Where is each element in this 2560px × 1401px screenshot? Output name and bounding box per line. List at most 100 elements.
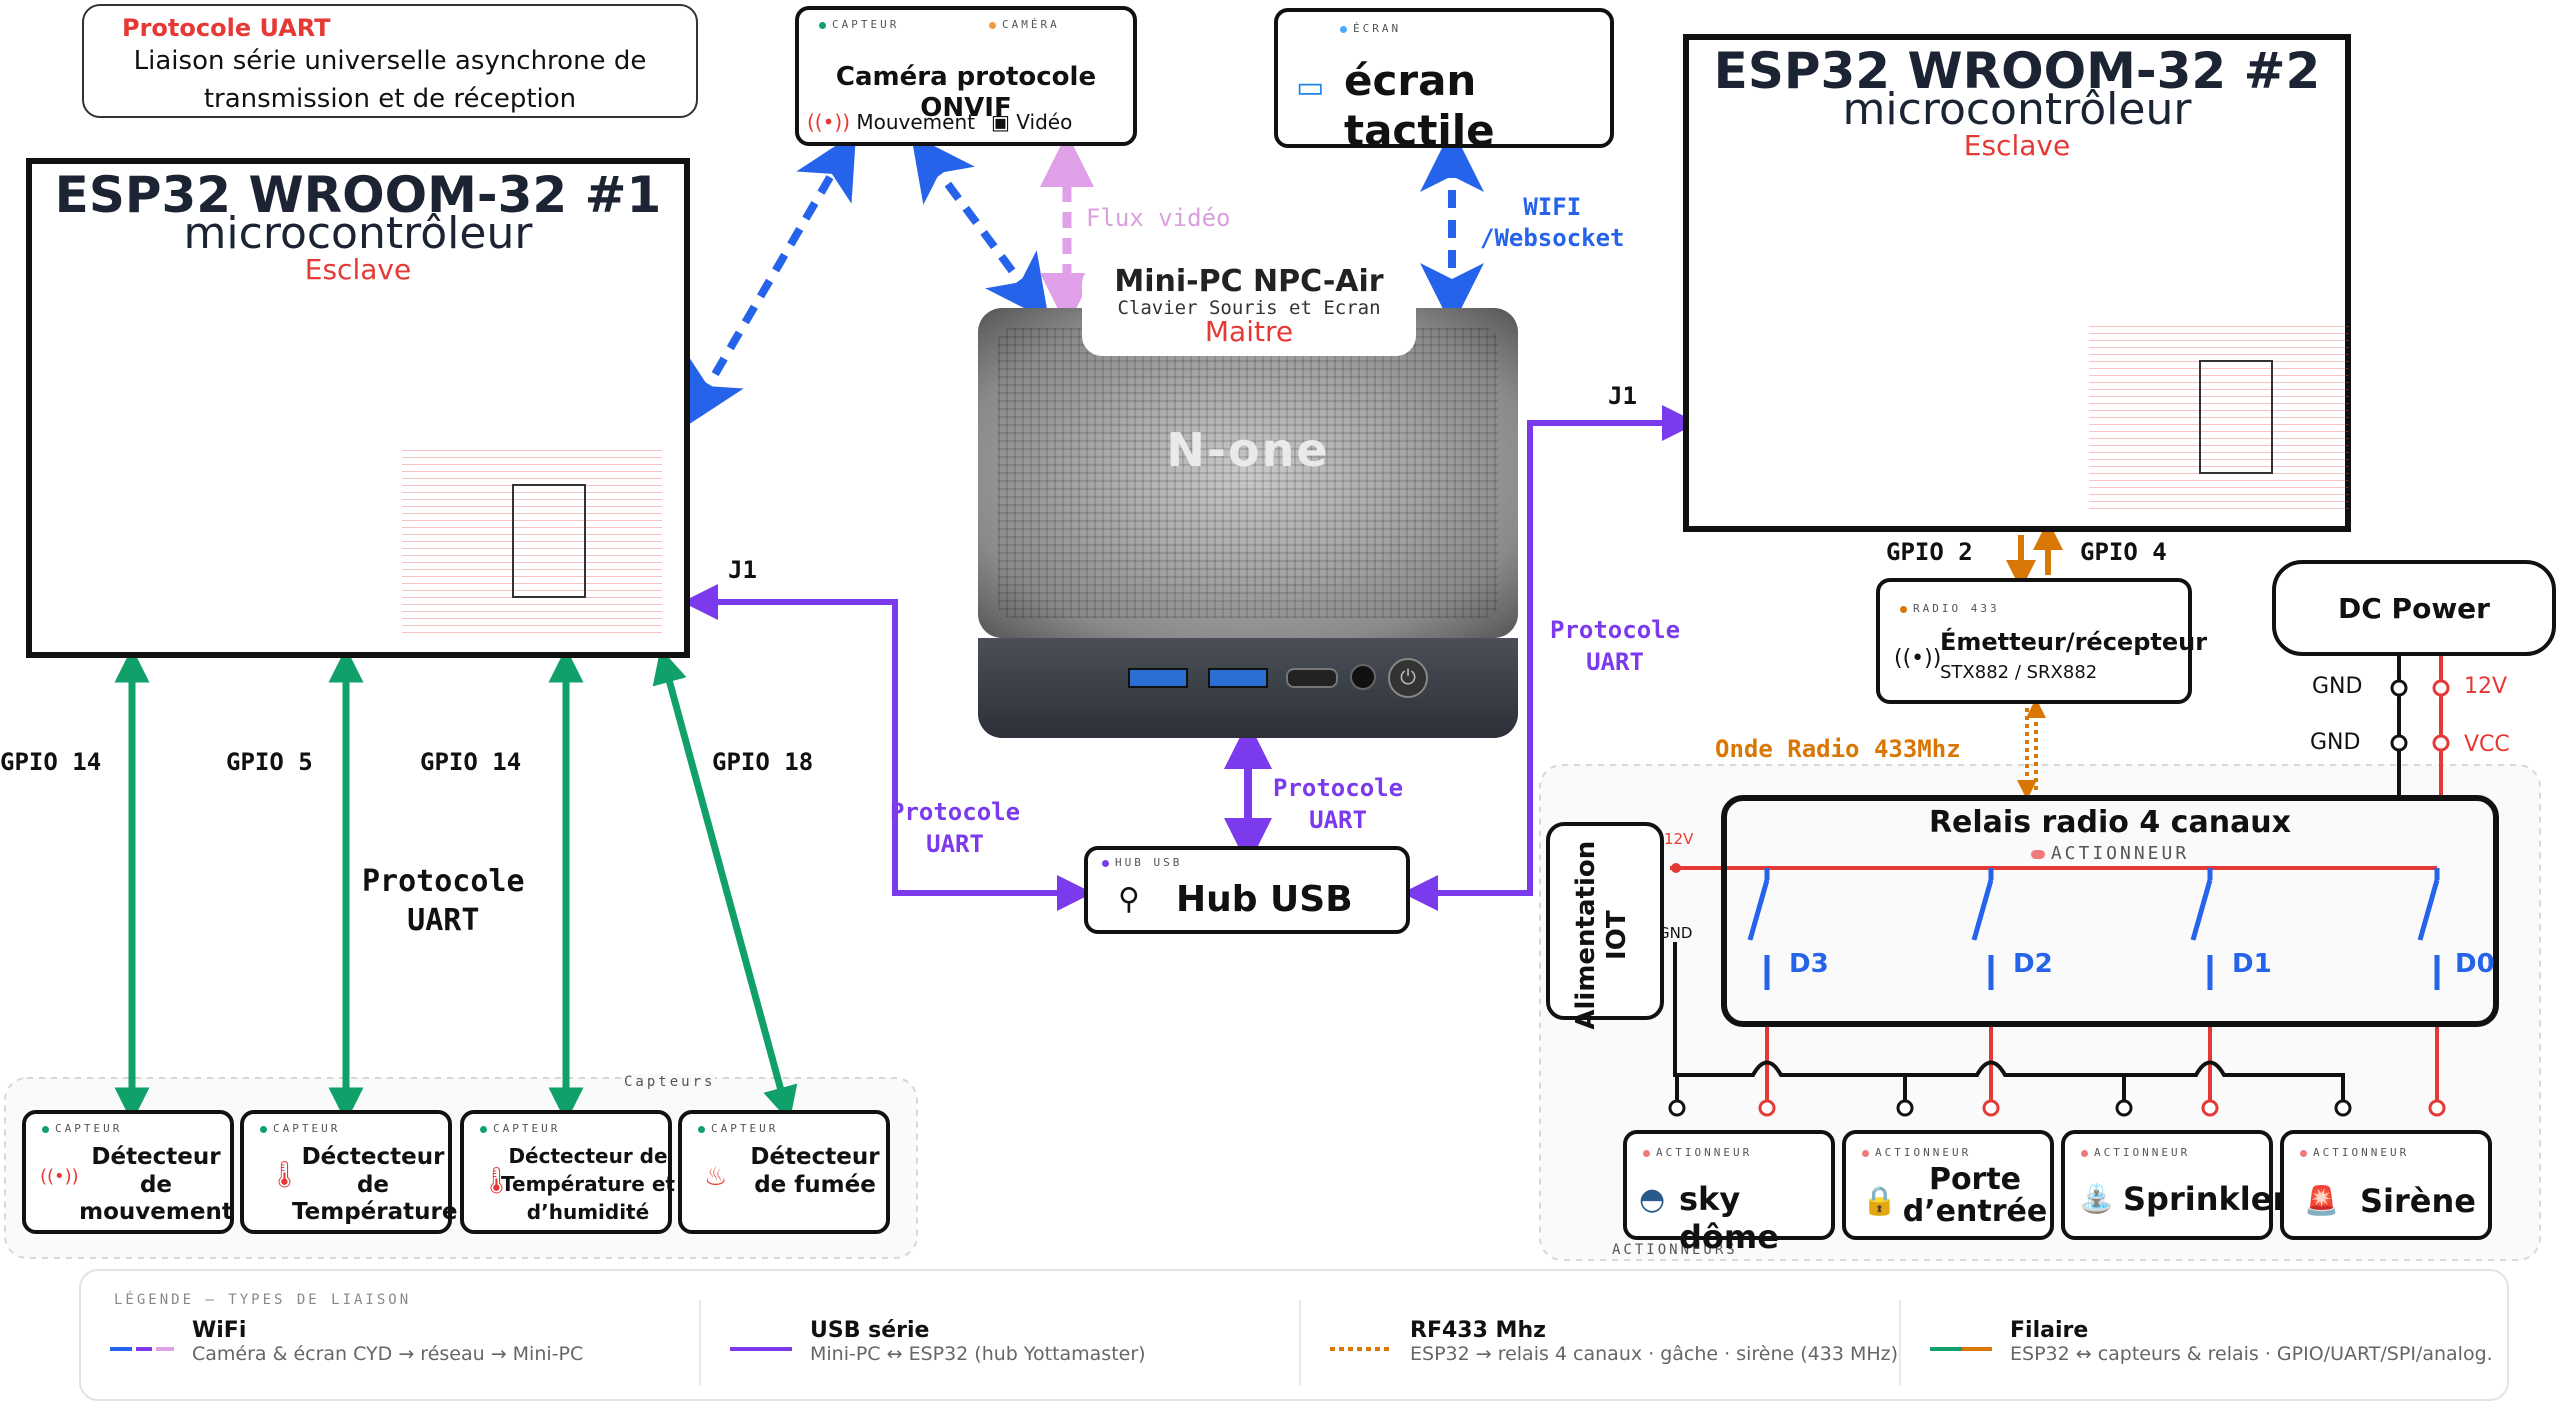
actuator-door-card[interactable]: ACTIONNEUR 🔒 Porte d’entrée bbox=[1842, 1130, 2054, 1240]
radio-title: Émetteur/récepteur bbox=[1940, 628, 2208, 656]
actuator-1-line2: d’entrée bbox=[1902, 1193, 2048, 1229]
sensor-2-tag: CAPTEUR bbox=[493, 1122, 561, 1135]
actuator-3-tag: ACTIONNEUR bbox=[2313, 1146, 2410, 1159]
monitor-icon: ▭ bbox=[1296, 70, 1325, 105]
usb-hub-card[interactable]: HUB USB ⚲ Hub USB bbox=[1084, 846, 1410, 934]
gpio2-label: GPIO 2 bbox=[1886, 538, 1973, 566]
gnd-bus bbox=[1673, 942, 2345, 1108]
legend-0-desc: Caméra & écran CYD → réseau → Mini-PC bbox=[192, 1343, 584, 1365]
hub-tag: HUB USB bbox=[1115, 856, 1183, 869]
sensor-temperature-card[interactable]: CAPTEUR 🌡 Déctecteur de Température bbox=[240, 1110, 458, 1234]
camera-title: Caméra protocole ONVIF bbox=[835, 62, 1097, 124]
relay-tag: ACTIONNEUR bbox=[2050, 843, 2190, 864]
uart-note: Protocole UART Liaison série universelle… bbox=[82, 4, 698, 118]
relay-card[interactable]: Relais radio 4 canaux ACTIONNEUR D3 D2 D… bbox=[1721, 795, 2499, 1027]
esp32-2-box[interactable]: ESP32 WROOM-32 #2 microcontrôleur Esclav… bbox=[1683, 34, 2351, 532]
relay-12v-label: 12V bbox=[1664, 830, 1694, 848]
actuator-2-tag: ACTIONNEUR bbox=[2094, 1146, 2191, 1159]
thermometer-humidity-icon: 🌡 bbox=[480, 1166, 514, 1196]
dc-gnd1: GND bbox=[2312, 674, 2363, 699]
actuator-siren-card[interactable]: ACTIONNEUR 🚨 Sirène bbox=[2280, 1130, 2492, 1240]
esp32-1-port-label: J1 bbox=[728, 556, 757, 584]
relay-d2: D2 bbox=[2013, 949, 2053, 979]
esp32-1-box[interactable]: ESP32 WROOM-32 #1 microcontrôleur Esclav… bbox=[26, 158, 690, 658]
dc-gnd2: GND bbox=[2310, 730, 2361, 755]
sensor-3-line1: Détecteur bbox=[750, 1144, 880, 1170]
dc-power-title: DC Power bbox=[2338, 592, 2490, 625]
wifi-label-2: /Websocket bbox=[1480, 224, 1625, 253]
alimentation-iot-card[interactable]: Alimentation IOT bbox=[1546, 822, 1664, 1030]
sensor-0-tag: CAPTEUR bbox=[55, 1122, 123, 1135]
actuators-group-label: ACTIONNEURS bbox=[1612, 1242, 1738, 1258]
legend-1-title: USB série bbox=[810, 1318, 930, 1343]
camera-tag1: CAPTEUR bbox=[832, 18, 900, 31]
sensor-3-line2: de fumée bbox=[754, 1171, 876, 1198]
gpio14b-label: GPIO 14 bbox=[420, 748, 522, 776]
camera-card[interactable]: CAPTEUR CAMÉRA Caméra protocole ONVIF ((… bbox=[795, 6, 1137, 146]
antenna-icon: ((•)) bbox=[1894, 646, 1942, 671]
uart-gpio-1: Protocole bbox=[362, 864, 525, 899]
actuator-3-line1: Sirène bbox=[2360, 1182, 2476, 1220]
onde-radio-label: Onde Radio 433Mhz bbox=[1715, 735, 1961, 763]
wifi-esp1-camera-line bbox=[683, 132, 857, 428]
minipc-role: Maitre bbox=[1204, 315, 1294, 348]
minipc-device[interactable]: N-one ⏻ bbox=[968, 308, 1528, 748]
uart-note-title: Protocole UART bbox=[122, 14, 331, 42]
radio-tag: RADIO 433 bbox=[1913, 602, 2000, 615]
actuator-1-line1: Porte bbox=[1928, 1162, 2022, 1197]
wifi-camera-minipc-line bbox=[910, 134, 1050, 321]
motion-icon: ((•)) bbox=[807, 110, 851, 134]
minipc-label: Mini-PC NPC-Air Clavier Souris et Ecran … bbox=[1082, 264, 1416, 356]
legend-0-title: WiFi bbox=[192, 1318, 247, 1343]
sensor-motion-card[interactable]: CAPTEUR ((•)) Détecteur de mouvement bbox=[22, 1110, 234, 1234]
relay-title: Relais radio 4 canaux bbox=[1928, 805, 2292, 840]
minipc-brand: N-one bbox=[1166, 423, 1330, 477]
sensor-smoke-card[interactable]: CAPTEUR ♨ Détecteur de fumée bbox=[678, 1110, 890, 1234]
uart-gpio-2: UART bbox=[407, 903, 480, 938]
minipc-title: Mini-PC NPC-Air bbox=[1114, 264, 1384, 299]
esp32-1-title: ESP32 WROOM-32 #1 bbox=[54, 166, 662, 224]
radio-card[interactable]: RADIO 433 ((•)) Émetteur/récepteur STX88… bbox=[1876, 578, 2207, 704]
esp32-2-port-label: J1 bbox=[1608, 382, 1637, 410]
esp32-1-schematic bbox=[402, 449, 662, 639]
gpio14a-label: GPIO 14 bbox=[0, 748, 102, 776]
dc-vcc: VCC bbox=[2464, 732, 2510, 757]
dome-icon: ◓ bbox=[1639, 1182, 1666, 1217]
sensor-1-tag: CAPTEUR bbox=[273, 1122, 341, 1135]
camera-tag2: CAMÉRA bbox=[1002, 18, 1060, 31]
relay-d3: D3 bbox=[1789, 949, 1829, 979]
power-button-icon[interactable]: ⏻ bbox=[1388, 658, 1428, 698]
esp32-2-schematic bbox=[2089, 325, 2349, 515]
legend-header: LÉGENDE — TYPES DE LIAISON bbox=[114, 1292, 412, 1308]
actuator-sprinkler-card[interactable]: ACTIONNEUR ⛲ Sprinkler bbox=[2061, 1130, 2288, 1240]
actuator-1-tag: ACTIONNEUR bbox=[1875, 1146, 1972, 1159]
actuator-skydome-card[interactable]: ACTIONNEUR ◓ sky dôme bbox=[1623, 1130, 1835, 1256]
gpio5-label: GPIO 5 bbox=[226, 748, 313, 776]
touchscreen-card[interactable]: ÉCRAN ▭ écran tactile bbox=[1274, 8, 1614, 155]
flux-video-label: Flux vidéo bbox=[1086, 204, 1231, 232]
camera-feature2: Vidéo bbox=[1016, 110, 1073, 134]
legend-2-desc: ESP32 → relais 4 canaux · gâche · sirène… bbox=[1410, 1343, 1899, 1365]
hub-title: Hub USB bbox=[1176, 879, 1353, 920]
sprinkler-icon: ⛲ bbox=[2079, 1182, 2114, 1215]
usb-hub-esp2-line bbox=[1402, 405, 1698, 911]
dc-power-card[interactable]: DC Power bbox=[2272, 560, 2556, 656]
motion-sensor-icon: ((•)) bbox=[40, 1166, 79, 1187]
esp32-1-role: Esclave bbox=[304, 253, 412, 286]
alim-line2: IOT bbox=[1602, 910, 1632, 960]
sensor-1-line2: Température bbox=[292, 1199, 458, 1226]
sensor-humidity-card[interactable]: CAPTEUR 🌡 Déctecteur de Température et d… bbox=[460, 1110, 675, 1234]
lock-icon: 🔒 bbox=[1862, 1184, 1897, 1217]
actuator-2-line1: Sprinkler bbox=[2123, 1180, 2289, 1218]
sensor-0-line1: Détecteur de bbox=[91, 1144, 221, 1198]
relay-d1: D1 bbox=[2232, 949, 2272, 979]
legend-wifi: WiFi Caméra & écran CYD → réseau → Mini-… bbox=[192, 1318, 583, 1365]
uart-left-1: Protocole bbox=[890, 798, 1021, 826]
sensor-2-line1: Déctecteur de bbox=[508, 1144, 668, 1168]
sensor-2-line3: d’humidité bbox=[526, 1200, 650, 1224]
esp32-2-subtitle: microcontrôleur bbox=[1842, 84, 2192, 135]
uart-left-2: UART bbox=[926, 830, 984, 859]
uart-note-line2: transmission et de réception bbox=[203, 84, 577, 114]
usb-icon: ⚲ bbox=[1118, 882, 1140, 917]
camera-feature1: Mouvement bbox=[856, 110, 975, 134]
